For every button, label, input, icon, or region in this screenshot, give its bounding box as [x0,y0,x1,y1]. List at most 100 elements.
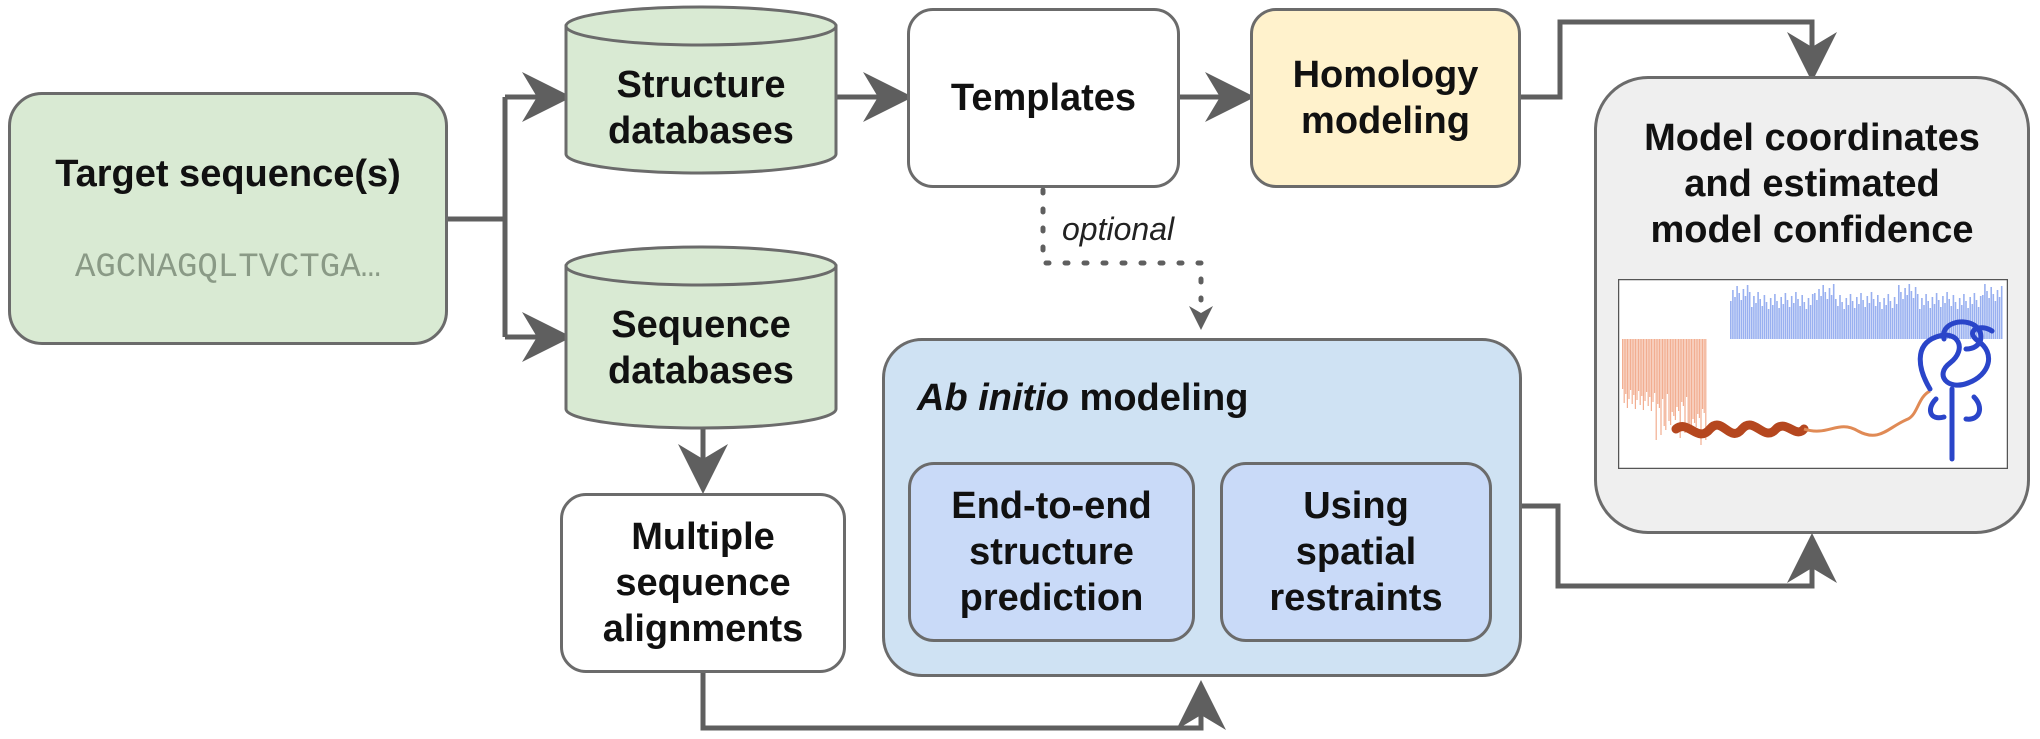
edge-abinitio-to-output [1522,503,1837,589]
confidence-bar-high [1753,296,1755,339]
confidence-bar-high [1746,285,1749,339]
confidence-bar-low [1650,339,1652,411]
ab-initio-title: Ab initio modeling [917,377,1248,420]
msa-node: Multiple sequence alignments [560,493,846,673]
confidence-bar-low [1678,339,1680,411]
confidence-bar-high [1774,294,1776,339]
confidence-bar-high [1814,293,1816,339]
confidence-bar-high [1736,286,1738,339]
edge-optional-arrowhead [1189,306,1213,330]
confidence-bar-high [1944,303,1946,339]
confidence-bar-low [1687,339,1689,424]
confidence-bar-high [1751,307,1753,339]
confidence-bar-high [1793,303,1795,339]
end-to-end-line3: prediction [959,577,1144,619]
confidence-bar-high [1738,293,1740,339]
confidence-bar-high [1910,291,1913,339]
confidence-bar-high [1742,289,1745,339]
confidence-bar-high [1977,307,1980,339]
confidence-bar-high [1822,285,1824,339]
confidence-bar-high [1994,301,1997,339]
confidence-bar-high [1889,301,1892,339]
positive-confidence-bars [1730,284,2003,339]
confidence-bar-high [1923,305,1925,339]
confidence-bar-low [1641,339,1643,396]
confidence-bar-high [1927,301,1929,339]
confidence-bar-high [1937,300,1940,339]
confidence-bar-high [1963,294,1965,339]
confidence-bar-low [1671,339,1673,412]
output-title: Model coordinates and estimated model co… [1597,115,2027,253]
confidence-bar-high [1784,293,1787,339]
confidence-bar-high [1992,294,1995,339]
confidence-bar-high [1851,301,1854,339]
confidence-bar-high [1958,298,1961,339]
confidence-bar-high [1837,306,1839,339]
sequence-db-line1: Sequence [611,304,791,346]
confidence-bar-low [1626,339,1628,408]
confidence-bar-high [1948,299,1950,339]
confidence-bar-high [1969,297,1971,339]
structure-db-label: Structure databases [566,62,836,154]
confidence-bar-low [1634,339,1636,409]
spatial-line3: restraints [1269,577,1443,619]
confidence-bar-low [1631,339,1633,404]
confidence-bar-high [1952,295,1955,339]
confidence-bar-high [1763,295,1766,339]
confidence-bar-high [1925,294,1927,339]
edge-msa-to-abinitio [700,673,1226,731]
confidence-bar-high [1826,299,1829,339]
confidence-bar-high [1759,299,1761,339]
spatial-restraints-node: Using spatial restraints [1220,462,1492,642]
confidence-bar-low [1652,339,1654,402]
confidence-bar-high [1898,285,1900,339]
confidence-bar-high [1767,309,1770,339]
confidence-bar-high [1843,309,1845,339]
confidence-bar-low [1663,339,1665,426]
msa-line2: sequence [615,562,791,604]
confidence-bar-high [1799,306,1801,339]
confidence-bar-high [1832,284,1835,339]
confidence-bar-high [1730,301,1732,339]
target-sequence-node: Target sequence(s) AGCNAGQLTVCTGA… [8,92,448,345]
confidence-bar-high [1790,296,1793,339]
confidence-bar-high [1912,298,1915,339]
confidence-bar-high [1984,284,1986,339]
confidence-bar-high [1748,292,1751,339]
confidence-bar-high [1895,304,1898,339]
confidence-bar-high [1805,309,1808,339]
ab-initio-title-rest: modeling [1068,377,1249,419]
confidence-bar-high [1732,290,1734,339]
homology-modeling-node: Homology modeling [1250,8,1521,188]
confidence-bar-high [1858,304,1860,339]
confidence-bar-low [1636,339,1638,400]
confidence-bar-high [1860,293,1862,339]
confidence-bar-high [1811,294,1814,339]
confidence-bar-high [1820,296,1822,339]
confidence-bar-low [1638,339,1640,391]
confidence-bar-high [1776,301,1778,339]
confidence-bar-low [1668,339,1670,421]
confidence-bar-low [1684,339,1686,433]
confidence-bar-high [1998,297,2001,339]
output-line3: model confidence [1650,209,1974,251]
confidence-bar-high [1803,302,1806,339]
confidence-bar-high [1914,287,1917,339]
confidence-bar-high [1931,297,1934,339]
confidence-bar-low [1690,339,1692,432]
confidence-bar-high [1772,305,1774,339]
confidence-bar-low [1665,339,1667,430]
confidence-bar-high [1780,297,1782,339]
templates-label: Templates [950,77,1137,119]
output-line1: Model coordinates [1644,117,1980,159]
confidence-bar-low [1670,339,1672,425]
confidence-bar-high [1979,296,1982,339]
confidence-bar-high [1879,302,1881,339]
confidence-bar-low [1628,339,1630,399]
confidence-bar-low [1625,339,1627,394]
confidence-bar-high [1835,299,1837,339]
confidence-bar-high [1830,295,1833,339]
confidence-bar-low [1682,339,1684,406]
confidence-bar-high [1975,300,1978,339]
